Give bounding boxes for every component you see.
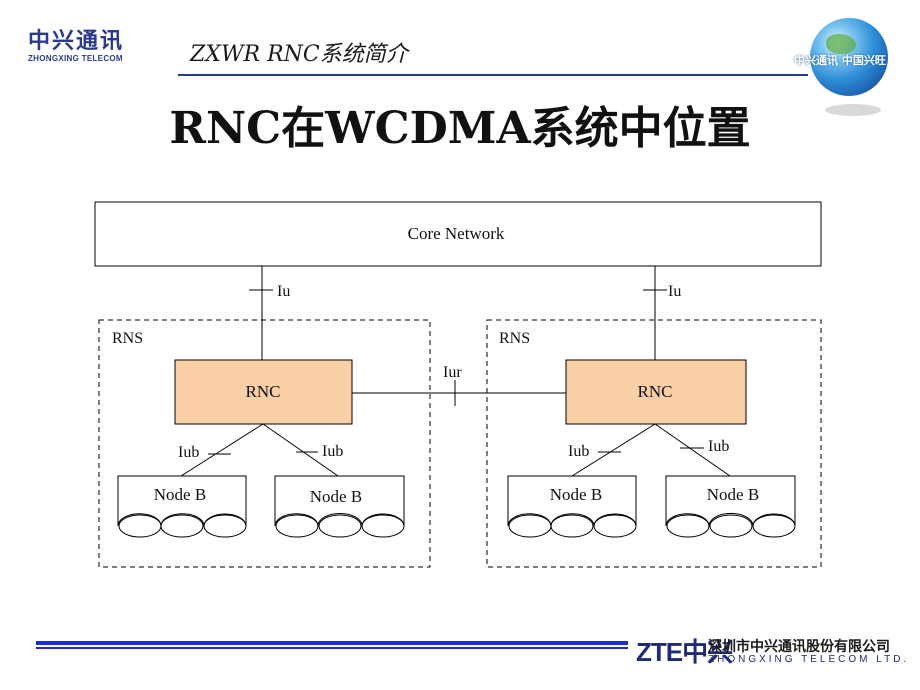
- node-b-left-1-label: Node B: [154, 485, 206, 504]
- core-network-label: Core Network: [408, 224, 505, 243]
- node-b-left-1: Node B: [117, 475, 247, 538]
- footer-company-chinese: 深圳市中兴通讯股份有限公司: [708, 639, 890, 655]
- footer-company-english: ZHONGXING TELECOM LTD.: [708, 654, 910, 665]
- footer-rule-thick: [36, 641, 628, 645]
- rns-left-box: [98, 319, 431, 568]
- footer-rule-thin: [36, 647, 628, 649]
- rns-right-box: [486, 319, 822, 568]
- iu-left-label: Iu: [277, 283, 290, 300]
- rns-left-label: RNS: [112, 330, 143, 347]
- header-title: ZXWR RNC系统简介: [190, 42, 408, 67]
- iub-right-1-label: Iub: [568, 443, 589, 460]
- iub-left-1-label: Iub: [178, 444, 199, 461]
- iub-left-2-link: [262, 423, 339, 477]
- iub-right-2-link: [654, 423, 731, 477]
- header-divider: [178, 74, 808, 76]
- core-network-box: [94, 201, 822, 267]
- rnc-right-box: [565, 359, 747, 425]
- logo-chinese-text: 中兴通讯: [28, 29, 125, 54]
- iu-right-label: Iu: [668, 283, 681, 300]
- globe-slogan: 中兴通讯 中国兴旺: [794, 54, 886, 67]
- iub-right-2-label: Iub: [708, 438, 729, 455]
- logo-english-text: ZHONGXING TELECOM: [28, 54, 123, 63]
- node-b-left-2-label: Node B: [310, 487, 362, 506]
- node-b-right-2-label: Node B: [707, 485, 759, 504]
- node-b-left-2: Node B: [274, 475, 405, 538]
- globe-shadow: [825, 104, 881, 116]
- node-b-right-2: Node B: [665, 475, 796, 538]
- zte-logo: 中兴通讯 ZHONGXING TELECOM: [28, 29, 148, 64]
- rnc-right-label: RNC: [638, 382, 673, 401]
- iub-right-1-link: [571, 423, 656, 477]
- iur-label: Iur: [443, 364, 462, 381]
- rns-right-label: RNS: [499, 330, 530, 347]
- globe-land-shape: [826, 34, 856, 54]
- slide-title: RNC在WCDMA系统中位置: [169, 103, 751, 154]
- footer-zte-logo: ZTE中兴: [636, 637, 733, 667]
- node-b-right-1: Node B: [507, 475, 637, 538]
- iub-left-1-link: [180, 423, 264, 477]
- iub-left-2-label: Iub: [322, 443, 343, 460]
- globe-icon: [810, 18, 888, 96]
- rnc-left-label: RNC: [246, 382, 281, 401]
- node-b-right-1-label: Node B: [550, 485, 602, 504]
